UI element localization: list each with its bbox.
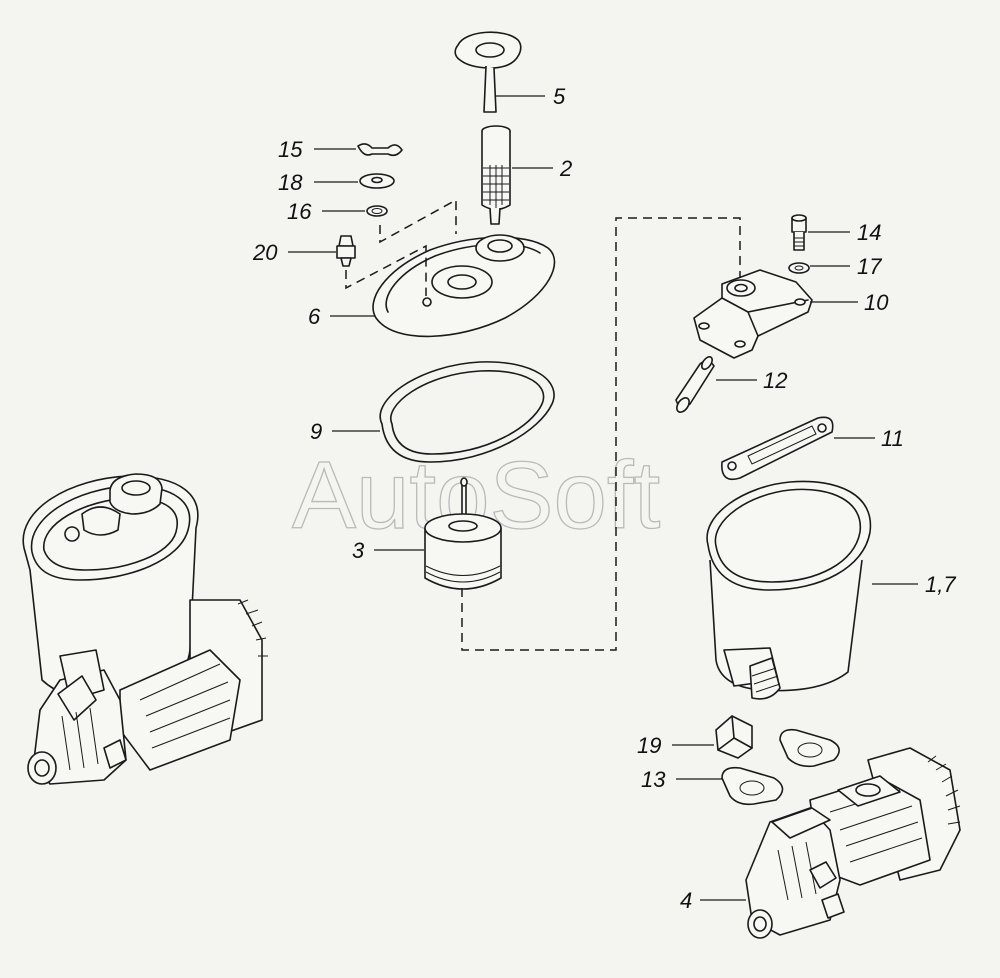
callout-20: 20 bbox=[252, 240, 278, 265]
part-18-washer bbox=[359, 173, 395, 189]
callout-1-7: 1,7 bbox=[925, 572, 956, 597]
part-11-gasket-plate bbox=[721, 416, 834, 481]
part-3-filter-element bbox=[424, 477, 502, 590]
callout-2: 2 bbox=[559, 156, 572, 181]
part-13-gasket-upper bbox=[779, 728, 840, 768]
part-15-wing-nut bbox=[357, 143, 403, 157]
callout-14: 14 bbox=[857, 220, 881, 245]
callout-4: 4 bbox=[680, 888, 692, 913]
callout-17: 17 bbox=[857, 254, 882, 279]
assembled-pump-left bbox=[22, 473, 268, 785]
callout-15: 15 bbox=[278, 137, 303, 162]
part-2-strainer bbox=[481, 125, 511, 225]
callout-11: 11 bbox=[881, 426, 904, 451]
part-16-seal-ring bbox=[366, 205, 388, 217]
callout-13: 13 bbox=[641, 767, 666, 792]
leader-lines bbox=[288, 95, 918, 901]
callout-9: 9 bbox=[310, 419, 322, 444]
part-19-nut bbox=[715, 715, 753, 759]
callout-16: 16 bbox=[287, 199, 312, 224]
assembly-dashed-lines bbox=[345, 198, 741, 651]
part-17-washer bbox=[788, 262, 810, 274]
part-4-pump bbox=[745, 747, 961, 939]
callout-6: 6 bbox=[308, 304, 321, 329]
part-12-tube bbox=[675, 356, 715, 413]
part-14-bolt bbox=[791, 214, 807, 251]
callout-12: 12 bbox=[763, 368, 787, 393]
callout-10: 10 bbox=[864, 290, 889, 315]
part-6-cover bbox=[372, 234, 556, 338]
callout-19: 19 bbox=[637, 733, 661, 758]
part-9-gasket bbox=[379, 361, 555, 463]
part-1-7-reservoir bbox=[706, 480, 872, 700]
part-13-gasket-lower bbox=[721, 766, 784, 806]
part-20-relief-valve bbox=[336, 235, 356, 267]
part-5-dipstick-cap bbox=[454, 31, 522, 113]
callout-18: 18 bbox=[278, 170, 303, 195]
part-10-manifold bbox=[693, 269, 813, 359]
callout-3: 3 bbox=[352, 538, 365, 563]
callout-5: 5 bbox=[553, 84, 566, 109]
callout-labels: 5 2 15 18 16 20 6 9 3 14 17 10 12 11 1,7… bbox=[252, 84, 956, 913]
